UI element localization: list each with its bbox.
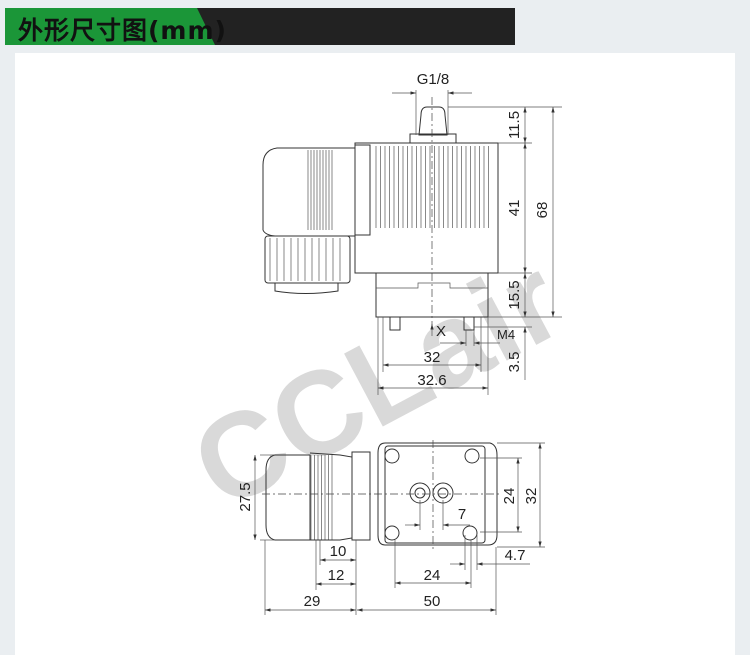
side-view: G1/8 11.5 41 15.5 3.5 68 X M4 32 32.6	[262, 71, 562, 395]
header-accent	[5, 8, 215, 45]
bottom-view: 27.5 24 32 7 4.7 24 10 12 29 50	[237, 440, 545, 615]
mount-pin-right	[463, 316, 475, 331]
watermark-logo: CCLair	[172, 232, 582, 535]
dim-mount-depth: 3.5	[506, 352, 523, 373]
dim-hole-dia: 4.7	[505, 547, 526, 564]
base-step	[376, 282, 488, 289]
dim-connector-length: 29	[304, 593, 321, 610]
nut-knurl	[269, 238, 341, 281]
connector-collar	[351, 451, 371, 541]
connector-housing	[262, 147, 355, 237]
dim-total-height: 68	[534, 202, 551, 219]
dim-mount-thread: M4	[497, 327, 515, 342]
dim-width-outer: 32.6	[417, 372, 446, 389]
gland-base	[274, 283, 339, 294]
mount-hole	[464, 448, 480, 464]
dim-port-spacing: 7	[458, 506, 466, 523]
dim-collar-12: 12	[328, 567, 345, 584]
mount-pin-left	[389, 316, 401, 331]
dim-width-inner: 32	[424, 349, 441, 366]
view-marker-x: X	[436, 323, 446, 340]
drawing-panel	[15, 53, 735, 655]
connector-ribs	[310, 455, 333, 540]
dim-base-width: 32	[523, 488, 540, 505]
section-header: 外形尺寸图(mm)	[5, 8, 515, 45]
mount-hole	[384, 525, 400, 541]
base-outline	[377, 442, 498, 546]
section-title: 外形尺寸图(mm)	[18, 16, 227, 45]
dim-body-length: 50	[424, 593, 441, 610]
dim-fitting-height: 11.5	[506, 111, 523, 139]
dim-connector-height: 27.5	[237, 482, 254, 511]
base-face	[384, 445, 486, 544]
fitting	[418, 106, 448, 136]
connector-ribs	[307, 150, 333, 230]
watermark-text: CCLair	[172, 232, 582, 535]
mount-hole	[462, 525, 478, 541]
dim-collar-10: 10	[330, 543, 347, 560]
coil-collar	[354, 144, 371, 236]
dim-port-thread: G1/8	[417, 71, 450, 88]
dim-base-height: 15.5	[506, 280, 523, 309]
dim-hole-spacing-h: 24	[424, 567, 441, 584]
mount-hole	[384, 448, 400, 464]
dim-hole-spacing-v: 24	[501, 488, 518, 505]
coil-ribs	[375, 146, 489, 228]
dim-coil-height: 41	[506, 200, 523, 217]
cable-gland-nut	[264, 235, 351, 284]
